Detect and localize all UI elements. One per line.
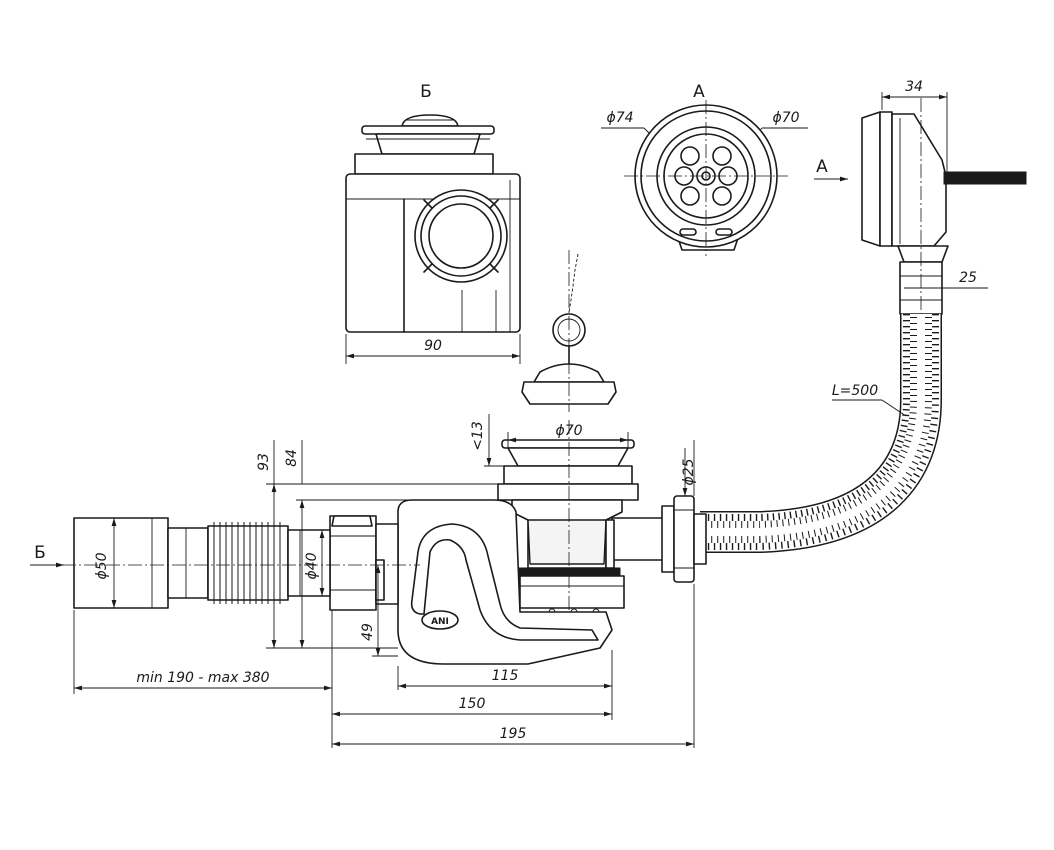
dim-150: 150	[459, 696, 486, 712]
dim-115: 115	[492, 668, 519, 684]
corrugated-hose: L=500	[700, 314, 942, 553]
dim-34: 34	[905, 79, 923, 95]
outlet-pipe: Б ϕ50 ϕ40	[30, 517, 420, 609]
dim-195: 195	[500, 726, 527, 742]
overflow-side-view: А 34 25	[814, 79, 1027, 318]
dim-90: 90	[424, 338, 442, 354]
height-dimensions: 93 84 49	[256, 440, 498, 657]
hose-connector: ϕ25	[611, 440, 707, 583]
dim-lt-13: <13	[470, 421, 486, 451]
dim-84: 84	[284, 449, 300, 467]
dim-phi74: ϕ74	[606, 110, 633, 126]
view-b-overflow-box: Б 90	[345, 82, 521, 364]
siphon-trap: ANI	[329, 499, 613, 665]
dim-49: 49	[360, 623, 376, 641]
length-dimensions: min 190 - max 380 115 150 195	[73, 584, 695, 748]
arrow-a-label: А	[816, 157, 828, 177]
dim-hose-length: L=500	[832, 383, 878, 399]
dim-25: 25	[959, 270, 977, 286]
dim-93: 93	[256, 453, 272, 471]
dim-phi40: ϕ40	[304, 552, 320, 579]
arrow-b-label: Б	[34, 543, 46, 563]
dim-phi70-grille-main: ϕ70	[555, 423, 582, 439]
dim-phi70-grille: ϕ70	[772, 110, 799, 126]
plug-and-chain	[521, 250, 617, 412]
svg-text:ANI: ANI	[431, 617, 449, 627]
view-b-label: Б	[420, 82, 432, 102]
drain-assembly: ϕ70 <13	[470, 414, 639, 640]
dim-phi25: ϕ25	[681, 458, 697, 485]
dim-range: min 190 - max 380	[136, 670, 269, 686]
view-a-grille: А ϕ74 ϕ70	[601, 82, 808, 256]
view-a-label: А	[693, 82, 705, 102]
dim-phi50: ϕ50	[94, 552, 110, 579]
